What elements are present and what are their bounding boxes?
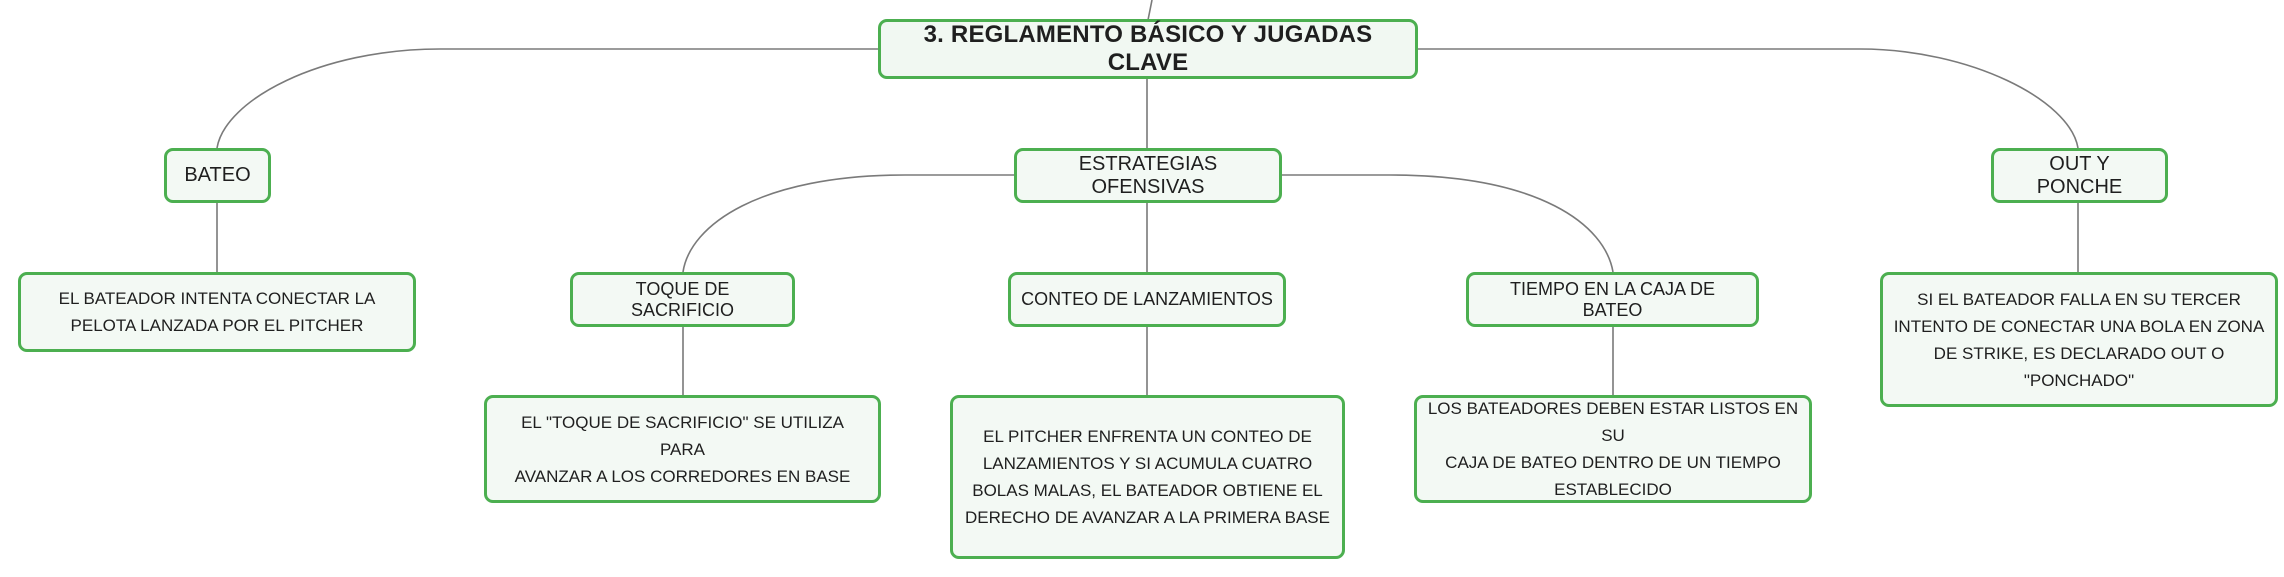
topic-bateo[interactable]: BATEO — [164, 148, 271, 203]
root-topic[interactable]: 3. REGLAMENTO BÁSICO Y JUGADAS CLAVE — [878, 19, 1418, 79]
connector-root-bateo — [216, 48, 878, 149]
out-y-ponche-description[interactable]: SI EL BATEADOR FALLA EN SU TERCER INTENT… — [1880, 272, 2278, 407]
subtopic-tiempo-en-la-caja-de-bateo[interactable]: TIEMPO EN LA CAJA DE BATEO — [1466, 272, 1759, 327]
topic-out-y-ponche[interactable]: OUT Y PONCHE — [1991, 148, 2168, 203]
subtopic-toque-de-sacrificio[interactable]: TOQUE DE SACRIFICIO — [570, 272, 795, 327]
connector-estrategias-tiempo — [1281, 174, 1614, 273]
connector-root-out — [1413, 48, 2079, 149]
bateo-description[interactable]: EL BATEADOR INTENTA CONECTAR LA PELOTA L… — [18, 272, 416, 352]
conteo-de-lanzamientos-description[interactable]: EL PITCHER ENFRENTA UN CONTEO DE LANZAMI… — [950, 395, 1345, 559]
connector-estrategias-toque — [682, 174, 1014, 273]
tiempo-en-la-caja-description[interactable]: LOS BATEADORES DEBEN ESTAR LISTOS EN SU … — [1414, 395, 1812, 503]
toque-de-sacrificio-description[interactable]: EL "TOQUE DE SACRIFICIO" SE UTILIZA PARA… — [484, 395, 881, 503]
topic-estrategias-ofensivas[interactable]: ESTRATEGIAS OFENSIVAS — [1014, 148, 1282, 203]
connector-parent-stub — [1147, 0, 1153, 21]
subtopic-conteo-de-lanzamientos[interactable]: CONTEO DE LANZAMIENTOS — [1008, 272, 1286, 327]
